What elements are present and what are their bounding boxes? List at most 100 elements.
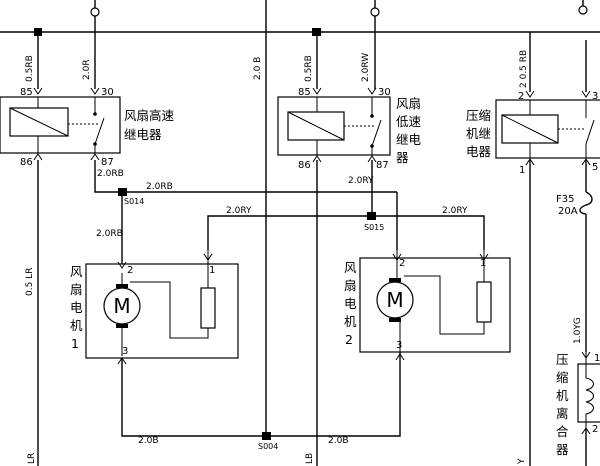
motor2-label-4: 机 bbox=[344, 314, 357, 329]
relay-low-pin30: 30 bbox=[378, 87, 391, 98]
relay-low-label-2: 低速 bbox=[396, 114, 422, 129]
wire-label-lr-bottom: LR bbox=[27, 453, 37, 464]
splice-top-2 bbox=[312, 28, 321, 36]
relay-high-switch bbox=[94, 117, 105, 145]
relay-high-label-1: 风扇高速 bbox=[124, 108, 175, 123]
motor1-label-5: 1 bbox=[71, 336, 79, 351]
motor2-label-2: 扇 bbox=[344, 278, 357, 293]
splice-s004-label: S004 bbox=[258, 442, 278, 451]
connector-terminals bbox=[33, 5, 591, 435]
motor2-label-5: 2 bbox=[345, 332, 353, 347]
clutch-pin2: 2 bbox=[592, 424, 598, 435]
clutch-label-4: 离 bbox=[556, 406, 569, 421]
motor1-pin2: 2 bbox=[127, 265, 133, 276]
motor1-label-4: 机 bbox=[70, 318, 83, 333]
wire-20b-right bbox=[266, 352, 401, 437]
clutch-label-6: 器 bbox=[556, 442, 569, 457]
wire-label-2-05rb: 2 0.5 RB bbox=[519, 50, 529, 88]
relay-low-label-3: 继电 bbox=[396, 132, 422, 147]
fan-motor-2 bbox=[359, 250, 511, 353]
relay-comp-pin5: 5 bbox=[592, 162, 598, 173]
motor1-label-1: 风 bbox=[70, 264, 83, 279]
wire-label-20ry-left: 2.0RY bbox=[226, 206, 252, 216]
wire-label-20b-right: 2.0B bbox=[328, 436, 349, 446]
relay-low-speed bbox=[277, 96, 391, 156]
wire-label-20ry-right: 2.0RY bbox=[442, 206, 468, 216]
wire-label-10yg: 1.0YG bbox=[573, 317, 583, 344]
relay-low-label-4: 器 bbox=[396, 150, 409, 165]
relay-comp-pin1: 1 bbox=[519, 165, 525, 176]
splice-s014-dot bbox=[118, 188, 127, 196]
splice-s015-label: S015 bbox=[364, 223, 384, 232]
motor1-resistor bbox=[200, 287, 216, 329]
wire-label-20rb-m1: 2.0RB bbox=[96, 229, 123, 239]
fuse-rating: 20A bbox=[558, 206, 578, 217]
motor2-resistor bbox=[476, 281, 492, 323]
motor2-pin1: 1 bbox=[480, 258, 486, 269]
relay-low-switch bbox=[371, 119, 382, 147]
motor2-pin2: 2 bbox=[399, 258, 405, 269]
relay-comp-switch bbox=[585, 119, 595, 145]
wire-label-20b-vert: 2.0 B bbox=[253, 57, 263, 80]
clutch-label-3: 机 bbox=[556, 388, 569, 403]
relay-high-pin85: 85 bbox=[20, 87, 33, 98]
relay-compressor bbox=[495, 99, 600, 159]
wire-20ry-s015 bbox=[207, 215, 485, 250]
splice-s014-label: S014 bbox=[124, 197, 144, 206]
motor1-label-2: 扇 bbox=[70, 282, 83, 297]
relay-high-label-2: 继电器 bbox=[124, 127, 162, 142]
relay-low-pin87: 87 bbox=[376, 160, 389, 171]
clutch-label-2: 缩 bbox=[556, 370, 569, 385]
relay-comp-pin2: 2 bbox=[518, 91, 524, 102]
clutch-coil bbox=[585, 352, 594, 428]
clutch-pin1: 1 bbox=[594, 353, 600, 364]
relay-comp-label-1: 压缩 bbox=[466, 108, 491, 123]
wire-20b-left bbox=[121, 356, 266, 437]
wire-label-05rb-left: 0.5RB bbox=[25, 55, 35, 82]
wire-label-20rb-87: 2.0RB bbox=[97, 169, 124, 179]
wire-20rb-87 bbox=[94, 160, 122, 193]
wire-label-20ry-87: 2.0RY bbox=[348, 176, 374, 186]
clutch-label-1: 压 bbox=[556, 352, 569, 367]
wire-label-20r: 2.0R bbox=[82, 59, 92, 80]
motor1-label-3: 电 bbox=[70, 300, 83, 315]
wire-label-20b-left: 2.0B bbox=[138, 436, 159, 446]
splice-s015-dot bbox=[367, 212, 376, 220]
motor2-pin3: 3 bbox=[396, 340, 402, 351]
wire-label-05rb-mid: 0.5RB bbox=[304, 55, 314, 82]
clutch-box bbox=[577, 363, 600, 423]
relay-comp-coil-diag bbox=[501, 114, 559, 144]
relay-low-coil-diag bbox=[287, 111, 345, 141]
splice-top-1 bbox=[34, 28, 42, 36]
clutch-label-5: 合 bbox=[556, 424, 569, 439]
wire-label-y-bottom: Y bbox=[517, 458, 527, 465]
relay-comp-label-3: 电器 bbox=[466, 144, 492, 159]
relay-low-pin86: 86 bbox=[298, 160, 311, 171]
motor2-symbol-letter: M bbox=[386, 288, 403, 312]
relay-low-label-1: 风扇 bbox=[396, 96, 421, 111]
relay-comp-pin3: 3 bbox=[592, 91, 598, 102]
motor2-label-3: 电 bbox=[344, 296, 357, 311]
wire-label-20rb-s014: 2.0RB bbox=[146, 182, 173, 192]
motor1-pin3: 3 bbox=[122, 346, 128, 357]
wire-label-20rw: 2.0RW bbox=[361, 53, 371, 82]
splice-s004-dot bbox=[262, 432, 271, 440]
compressor-clutch bbox=[577, 352, 600, 428]
motor2-label-1: 风 bbox=[344, 260, 357, 275]
relay-high-coil-diag bbox=[9, 107, 69, 137]
motor1-symbol-letter: M bbox=[113, 294, 130, 318]
motor1-pin1: 1 bbox=[209, 265, 215, 276]
relay-low-pin85: 85 bbox=[298, 87, 311, 98]
relay-comp-label-2: 机继 bbox=[466, 126, 491, 141]
splice-points bbox=[34, 28, 376, 440]
relay-high-pin30: 30 bbox=[101, 87, 114, 98]
fuse-name: F35 bbox=[556, 194, 574, 205]
fan-motor-1 bbox=[85, 250, 239, 359]
relay-high-pin87: 87 bbox=[101, 157, 114, 168]
relay-high-pin86: 86 bbox=[20, 157, 33, 168]
wire-label-05lr: 0.5 LR bbox=[25, 268, 35, 296]
relay-high-speed bbox=[0, 96, 121, 154]
wire-label-lb-bottom: LB bbox=[305, 453, 315, 464]
